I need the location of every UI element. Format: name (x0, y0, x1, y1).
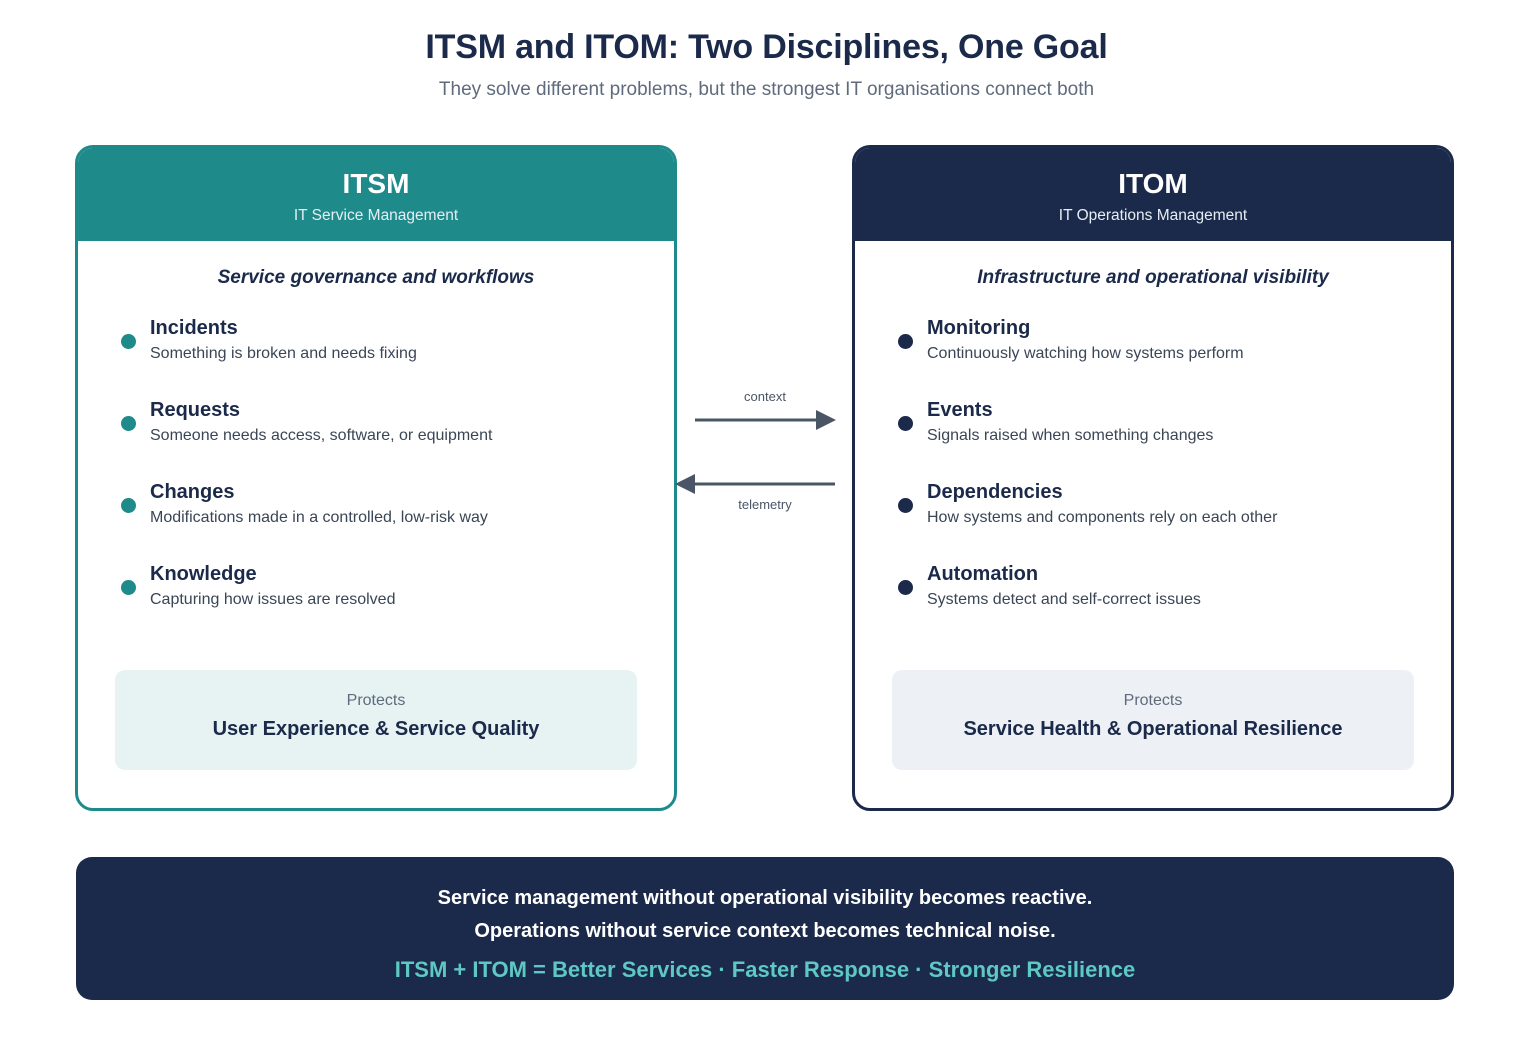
itom-item-events: Events Signals raised when something cha… (855, 398, 1451, 480)
itsm-item-changes: Changes Modifications made in a controll… (78, 480, 674, 562)
bullet-dot-icon (898, 416, 913, 431)
banner-line-1: Service management without operational v… (437, 887, 1093, 909)
itsm-card: ITSM IT Service Management Service gover… (75, 145, 677, 811)
telemetry-arrow-icon (675, 474, 835, 494)
item-title: Automation (927, 563, 1039, 585)
item-title: Requests (150, 399, 241, 421)
protects-value: User Experience & Service Quality (212, 718, 540, 740)
itom-item-list: Monitoring Continuously watching how sys… (855, 316, 1451, 644)
itsm-card-header: ITSM IT Service Management (78, 148, 674, 241)
telemetry-label: telemetry (738, 497, 792, 512)
item-title: Dependencies (927, 481, 1063, 503)
bullet-dot-icon (898, 580, 913, 595)
bullet-dot-icon (121, 498, 136, 513)
bullet-dot-icon (898, 498, 913, 513)
protects-label: Protects (346, 692, 406, 709)
item-title: Events (927, 399, 993, 421)
item-description: How systems and components rely on each … (927, 509, 1278, 526)
item-title: Monitoring (927, 317, 1031, 339)
itsm-subtitle: IT Service Management (293, 207, 459, 224)
itom-subtitle: IT Operations Management (1058, 207, 1248, 224)
itsm-item-knowledge: Knowledge Capturing how issues are resol… (78, 562, 674, 644)
bullet-dot-icon (121, 416, 136, 431)
itsm-item-incidents: Incidents Something is broken and needs … (78, 316, 674, 398)
bullet-dot-icon (121, 334, 136, 349)
item-description: Signals raised when something changes (927, 427, 1214, 444)
banner-highlight: ITSM + ITOM = Better Services · Faster R… (394, 957, 1136, 982)
item-title: Changes (150, 481, 235, 503)
itsm-item-requests: Requests Someone needs access, software,… (78, 398, 674, 480)
itom-item-automation: Automation Systems detect and self-corre… (855, 562, 1451, 644)
itom-tagline: Infrastructure and operational visibilit… (977, 267, 1329, 288)
itsm-tagline: Service governance and workflows (217, 267, 535, 288)
itom-item-monitoring: Monitoring Continuously watching how sys… (855, 316, 1451, 398)
itom-card-header: ITOM IT Operations Management (855, 148, 1451, 241)
bullet-dot-icon (898, 334, 913, 349)
bullet-dot-icon (121, 580, 136, 595)
context-label: context (744, 389, 786, 404)
item-description: Capturing how issues are resolved (150, 591, 396, 608)
itom-card: ITOM IT Operations Management Infrastruc… (852, 145, 1454, 811)
summary-banner: Service management without operational v… (76, 857, 1454, 1000)
protects-label: Protects (1123, 692, 1183, 709)
item-description: Systems detect and self-correct issues (927, 591, 1201, 608)
protects-value: Service Health & Operational Resilience (963, 718, 1343, 740)
item-description: Someone needs access, software, or equip… (150, 427, 493, 444)
page-title: ITSM and ITOM: Two Disciplines, One Goal (425, 28, 1108, 66)
item-description: Modifications made in a controlled, low-… (150, 509, 488, 526)
item-title: Knowledge (150, 563, 257, 585)
itom-protects-box: Protects Service Health & Operational Re… (892, 670, 1414, 770)
itsm-title: ITSM (342, 168, 410, 199)
item-description: Continuously watching how systems perfor… (927, 345, 1244, 362)
page-subtitle: They solve different problems, but the s… (438, 79, 1095, 100)
item-description: Something is broken and needs fixing (150, 345, 417, 362)
context-arrow-icon (695, 410, 836, 430)
itom-item-dependencies: Dependencies How systems and components … (855, 480, 1451, 562)
itsm-item-list: Incidents Something is broken and needs … (78, 316, 674, 644)
itom-title: ITOM (1118, 168, 1188, 199)
banner-line-2: Operations without service context becom… (474, 920, 1056, 942)
itsm-protects-box: Protects User Experience & Service Quali… (115, 670, 637, 770)
item-title: Incidents (150, 317, 238, 339)
